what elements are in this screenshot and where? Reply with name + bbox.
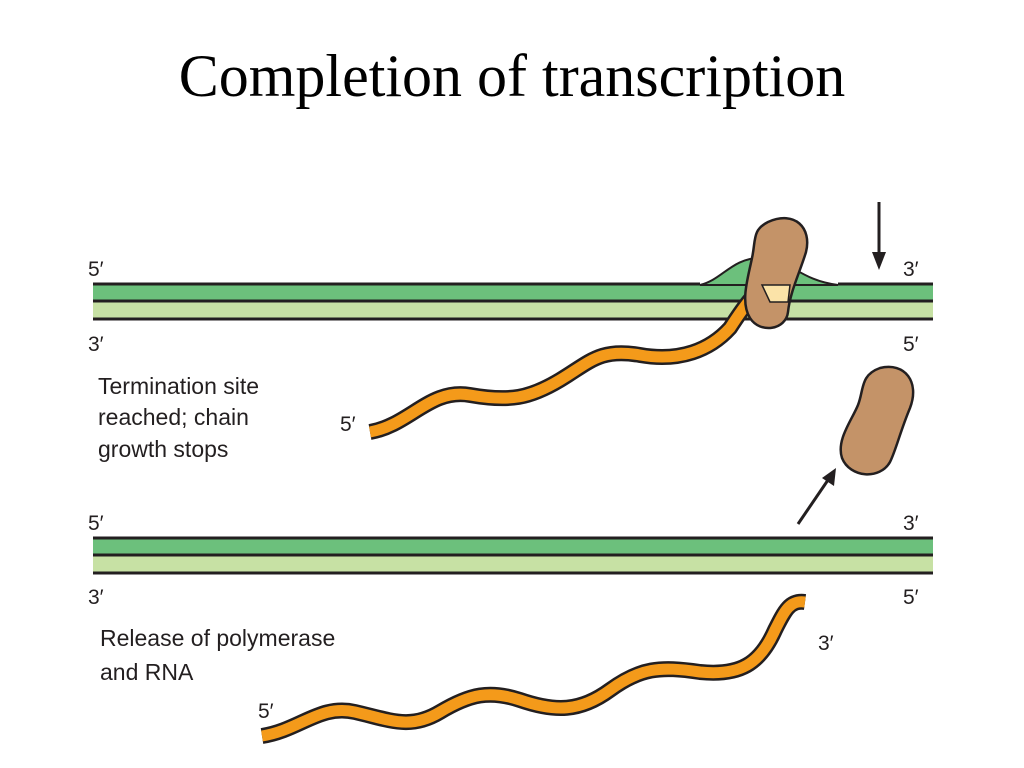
rna-dna-hybrid (760, 284, 791, 303)
release-arrow-icon (796, 468, 836, 525)
termination-arrow-icon (872, 202, 886, 270)
panel-release: 5′ 3′ 3′ 5′ 5′ 3′ Release of polymerase … (88, 512, 933, 744)
label-5prime-top-left-2: 5′ (88, 512, 104, 535)
slide-title: Completion of transcription (178, 43, 846, 109)
label-5prime-bottom-right-1: 5′ (903, 333, 919, 356)
rna-5prime-label-2: 5′ (258, 700, 274, 723)
rna-5prime-label-1: 5′ (340, 413, 356, 436)
label-5prime-top-left-1: 5′ (88, 258, 104, 281)
caption-line-3: growth stops (98, 436, 228, 462)
template-strand-2 (93, 538, 933, 554)
dna-duplex-2 (93, 536, 933, 575)
rna-polymerase-1 (743, 216, 809, 330)
coding-strand-2 (93, 556, 933, 572)
label-3prime-bottom-left-1: 3′ (88, 333, 104, 356)
caption-line-1: Termination site (98, 373, 259, 399)
panel-termination: 5′ 3′ 3′ 5′ 5′ Termination site reached;… (88, 202, 933, 462)
caption-release-line-1: Release of polymerase (100, 625, 335, 651)
caption-line-2: reached; chain (98, 404, 249, 430)
template-strand-1 (93, 284, 933, 300)
label-3prime-top-right-1: 3′ (903, 258, 919, 281)
label-3prime-top-right-2: 3′ (903, 512, 919, 535)
rna-3prime-label-2: 3′ (818, 632, 834, 655)
coding-strand-1 (93, 302, 933, 318)
dna-duplex-1 (93, 256, 933, 321)
caption-release-line-2: and RNA (100, 659, 194, 685)
label-3prime-bottom-left-2: 3′ (88, 586, 104, 609)
label-5prime-bottom-right-2: 5′ (903, 586, 919, 609)
rna-polymerase-released (839, 365, 915, 476)
